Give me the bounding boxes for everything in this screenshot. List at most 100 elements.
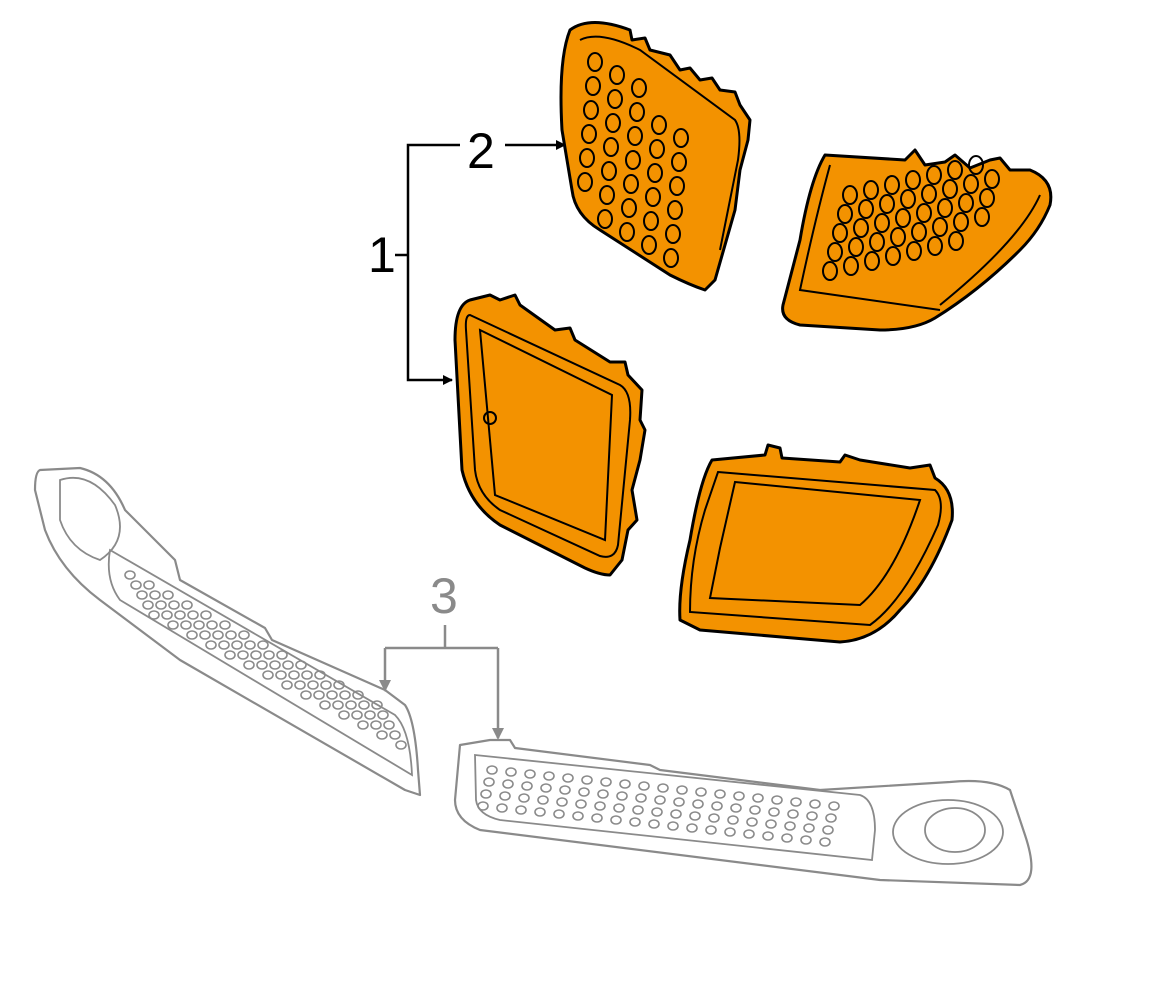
grille-hole — [483, 777, 495, 787]
grille-hole — [942, 179, 958, 199]
grille-hole — [711, 801, 723, 811]
grille-hole — [395, 740, 407, 750]
grille-hole — [597, 209, 613, 229]
grille-hole — [649, 139, 665, 159]
grille-hole — [958, 193, 974, 213]
grille-hole — [768, 807, 780, 817]
grille-hole — [979, 188, 995, 208]
grille-hole — [619, 222, 635, 242]
grille-hole — [647, 163, 663, 183]
grille-hole — [884, 175, 900, 195]
grille-hole — [638, 781, 650, 791]
grille-hole — [692, 799, 704, 809]
callout-1-label: 1 — [368, 227, 396, 283]
grille-hole — [645, 187, 661, 207]
grille-hole — [553, 809, 565, 819]
grille-hole — [629, 817, 641, 827]
grille-hole — [911, 222, 927, 242]
grille-hole — [225, 630, 237, 640]
grille-hole — [623, 174, 639, 194]
grille-hole — [518, 793, 530, 803]
grille-hole — [269, 660, 281, 670]
grille-hole — [193, 620, 205, 630]
grille-hole — [537, 795, 549, 805]
grille-hole — [803, 823, 815, 833]
grille-hole — [890, 227, 906, 247]
grille-hole — [601, 161, 617, 181]
grille-hole — [174, 610, 186, 620]
grille-hole — [635, 793, 647, 803]
grille-hole — [926, 165, 942, 185]
grille-hole — [686, 823, 698, 833]
grille-hole — [155, 600, 167, 610]
grille-hole — [581, 124, 597, 144]
grille-hole — [244, 640, 256, 650]
callout-2-label: 2 — [467, 123, 495, 179]
grille-hole — [900, 189, 916, 209]
grille-hole — [932, 217, 948, 237]
grille-hole — [654, 795, 666, 805]
grille-hole — [607, 89, 623, 109]
grille-hole — [276, 650, 288, 660]
grille-hole — [848, 237, 864, 257]
grille-hole — [149, 590, 161, 600]
grille-hole — [676, 785, 688, 795]
grille-hole — [357, 720, 369, 730]
grille-hole — [609, 65, 625, 85]
grille-hole — [219, 620, 231, 630]
grille-hole — [853, 218, 869, 238]
grille-hole — [326, 690, 338, 700]
grille-hole — [389, 730, 401, 740]
grille-hole — [947, 160, 963, 180]
grille-hole — [556, 797, 568, 807]
grille-hole — [705, 825, 717, 835]
grille-hole — [822, 261, 838, 281]
grille-insert-upper-right — [781, 148, 1053, 332]
grille-hole — [314, 670, 326, 680]
grille-right-context — [453, 738, 1033, 887]
callout-1-leader — [395, 143, 460, 385]
grille-hole — [603, 137, 619, 157]
grille-hole — [809, 799, 821, 809]
grille-hole — [486, 765, 498, 775]
grille-hole — [671, 152, 687, 172]
grille-hole — [206, 620, 218, 630]
grille-hole — [800, 835, 812, 845]
grille-hole — [167, 620, 179, 630]
grille-hole — [257, 640, 269, 650]
grille-hole — [238, 630, 250, 640]
grille-hole — [906, 241, 922, 261]
grille-hole — [616, 791, 628, 801]
grille-hole — [927, 236, 943, 256]
grille-hole — [724, 827, 736, 837]
grille-hole — [575, 799, 587, 809]
grille-hole — [559, 785, 571, 795]
grille-hole — [338, 710, 350, 720]
grille-hole — [313, 690, 325, 700]
grille-hole — [294, 680, 306, 690]
grille-hole — [663, 248, 679, 268]
grille-hole — [730, 803, 742, 813]
grille-hole — [916, 203, 932, 223]
grille-hole — [515, 805, 527, 815]
grille-hole — [895, 208, 911, 228]
grille-hole — [205, 640, 217, 650]
grille-hole — [534, 807, 546, 817]
grille-hole — [667, 200, 683, 220]
grille-hole — [762, 831, 774, 841]
grille-hole — [714, 789, 726, 799]
grille-hole — [320, 680, 332, 690]
grille-hole — [643, 211, 659, 231]
grille-hole — [307, 680, 319, 690]
grille-hole — [243, 660, 255, 670]
grille-hole — [212, 630, 224, 640]
callout-3-leader — [379, 625, 504, 740]
grille-hole — [130, 580, 142, 590]
grille-hole — [727, 815, 739, 825]
grille-hole — [256, 660, 268, 670]
grille-hole — [695, 787, 707, 797]
grille-hole — [124, 570, 136, 580]
grille-hole — [733, 791, 745, 801]
grille-hole — [281, 680, 293, 690]
